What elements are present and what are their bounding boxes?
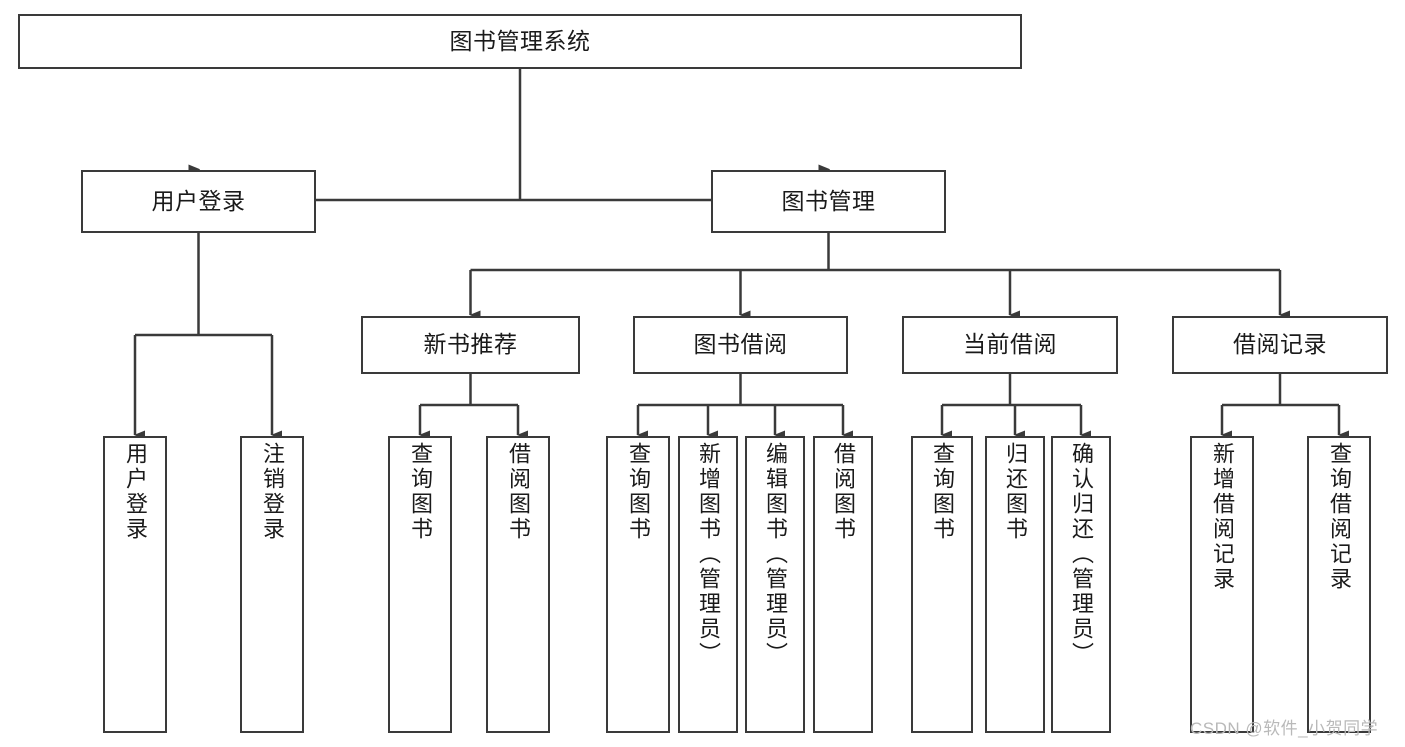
node-root-book-management-system[interactable]: 图书管理系统	[18, 14, 1022, 69]
node-leaf-query-book-2[interactable]: 查询图书	[606, 436, 670, 733]
node-current-borrowing[interactable]: 当前借阅	[902, 316, 1118, 374]
node-leaf-confirm-return-admin[interactable]: 确认归还（管理员）	[1051, 436, 1111, 733]
node-user-login[interactable]: 用户登录	[81, 170, 316, 233]
node-label: 图书管理系统	[449, 27, 591, 54]
node-leaf-query-book-1[interactable]: 查询图书	[388, 436, 452, 733]
node-label: 图书借阅	[693, 331, 788, 358]
node-leaf-borrow-book-1[interactable]: 借阅图书	[486, 436, 550, 733]
node-book-management[interactable]: 图书管理	[711, 170, 946, 233]
node-label: 归还图书	[1003, 442, 1028, 542]
node-label: 借阅记录	[1233, 331, 1327, 358]
node-label: 用户登录	[123, 442, 148, 542]
csdn-watermark: CSDN @软件_小贺同学	[1190, 719, 1379, 738]
node-label: 编辑图书（管理员）	[763, 442, 788, 667]
node-new-book-recommendation[interactable]: 新书推荐	[361, 316, 580, 374]
node-label: 查询图书	[626, 442, 651, 542]
node-label: 新增图书（管理员）	[696, 442, 721, 667]
node-label: 借阅图书	[831, 442, 856, 542]
node-label: 查询借阅记录	[1327, 442, 1352, 592]
node-leaf-query-book-3[interactable]: 查询图书	[911, 436, 973, 733]
node-leaf-add-borrow-record[interactable]: 新增借阅记录	[1190, 436, 1254, 733]
node-leaf-logout[interactable]: 注销登录	[240, 436, 304, 733]
node-leaf-borrow-book-2[interactable]: 借阅图书	[813, 436, 873, 733]
node-label: 当前借阅	[963, 331, 1057, 358]
node-label: 新书推荐	[423, 331, 518, 358]
node-label: 查询图书	[408, 442, 433, 542]
node-label: 查询图书	[930, 442, 955, 542]
node-borrowing-record[interactable]: 借阅记录	[1172, 316, 1388, 374]
node-leaf-return-book[interactable]: 归还图书	[985, 436, 1045, 733]
node-leaf-add-book-admin[interactable]: 新增图书（管理员）	[678, 436, 738, 733]
node-label: 注销登录	[260, 442, 285, 542]
node-label: 图书管理	[781, 187, 876, 214]
node-leaf-user-login[interactable]: 用户登录	[103, 436, 167, 733]
node-leaf-edit-book-admin[interactable]: 编辑图书（管理员）	[745, 436, 805, 733]
node-label: 确认归还（管理员）	[1069, 442, 1094, 667]
node-label: 借阅图书	[506, 442, 531, 542]
node-label: 用户登录	[151, 187, 246, 214]
node-book-borrowing[interactable]: 图书借阅	[633, 316, 848, 374]
node-label: 新增借阅记录	[1210, 442, 1235, 592]
node-leaf-query-borrow-record[interactable]: 查询借阅记录	[1307, 436, 1371, 733]
